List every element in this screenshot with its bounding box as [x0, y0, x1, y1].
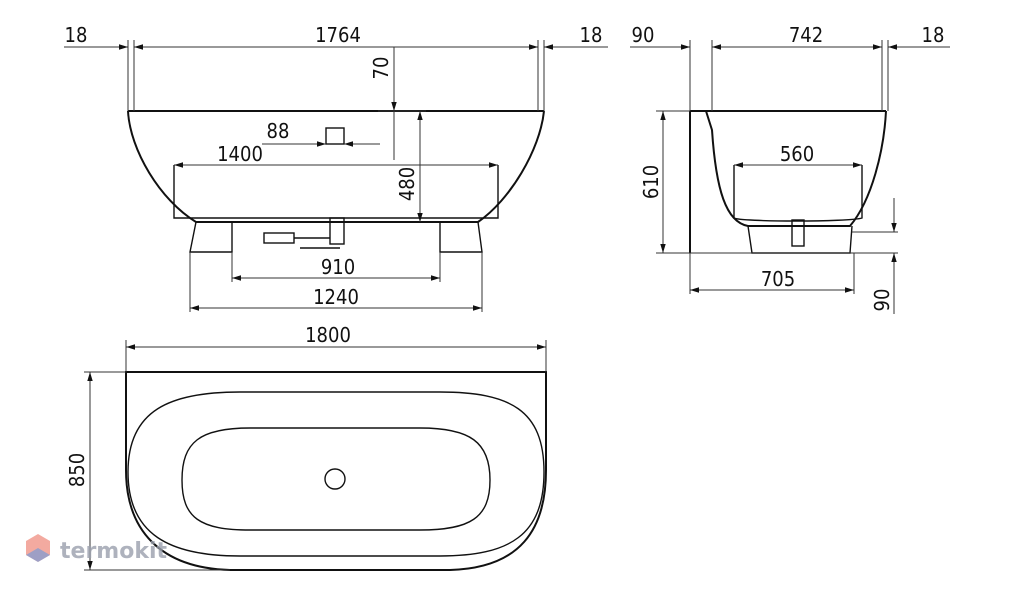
watermark: termokit	[26, 534, 167, 564]
front-view: 18 1764 18 70 88 1400 480 910 1240	[64, 23, 608, 312]
drain-fitting	[329, 217, 345, 245]
overflow-fitting	[325, 127, 345, 145]
drain-hole	[324, 468, 346, 490]
dim-front-1240: 1240	[313, 285, 359, 309]
top-view: 1800 850	[65, 323, 547, 571]
dim-side-610: 610	[639, 165, 663, 199]
dim-side-705: 705	[761, 267, 795, 291]
dim-side-18: 18	[922, 23, 945, 47]
dim-top-1800: 1800	[305, 323, 351, 347]
dim-front-70: 70	[369, 57, 393, 80]
termokit-logo-icon	[26, 534, 50, 562]
dim-side-90-bottom: 90	[870, 289, 894, 312]
dim-side-742: 742	[789, 23, 823, 47]
side-drain	[791, 219, 805, 247]
dim-front-88: 88	[267, 119, 290, 143]
side-legs	[747, 225, 853, 254]
side-outer-shell	[705, 110, 887, 227]
dim-side-90: 90	[632, 23, 655, 47]
siphon-pipe	[263, 232, 295, 244]
watermark-text: termokit	[60, 539, 167, 564]
dim-side-560: 560	[780, 142, 814, 166]
dim-front-1764: 1764	[315, 23, 361, 47]
dim-front-18-left: 18	[65, 23, 88, 47]
side-view: 90 742 18 560 610 705 90	[630, 23, 950, 314]
front-right-leg	[439, 221, 483, 253]
dim-front-910: 910	[321, 255, 355, 279]
front-left-leg	[189, 221, 233, 253]
dim-front-480: 480	[395, 167, 419, 201]
dim-front-1400: 1400	[217, 142, 263, 166]
dim-top-850: 850	[65, 453, 89, 487]
side-inner-basin	[733, 165, 863, 222]
front-inner-basin	[173, 165, 499, 219]
top-basin-outline	[181, 427, 491, 531]
top-outer-outline	[125, 371, 547, 571]
front-outer-shell	[127, 110, 545, 223]
dim-front-18-right: 18	[580, 23, 603, 47]
top-rim-outline	[127, 391, 545, 557]
